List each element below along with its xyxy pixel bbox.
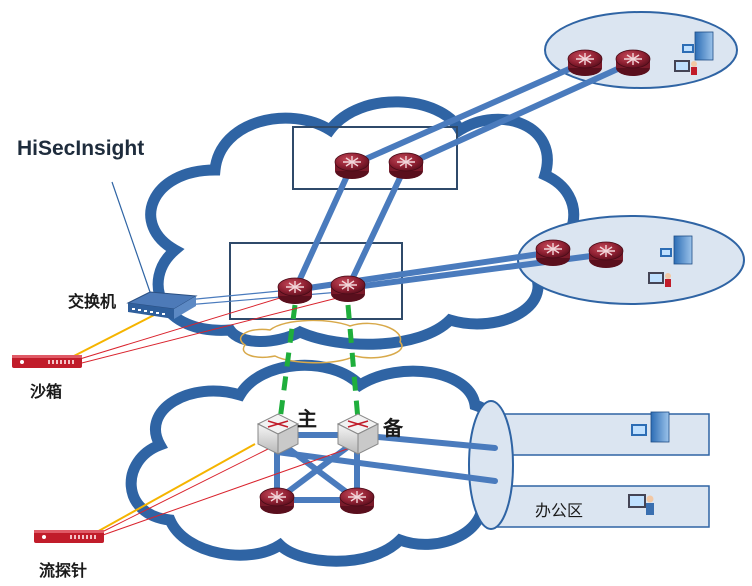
lower-cloud [125, 359, 513, 567]
router-core-top-2 [388, 152, 424, 179]
pc-user-icon-office [628, 494, 654, 515]
routers [259, 49, 651, 514]
primary-label: 主 [297, 409, 317, 431]
upper-cloud [145, 96, 580, 350]
core-box-top [292, 126, 458, 190]
sandbox-red-link-2 [69, 295, 346, 367]
office-box-top [494, 413, 710, 456]
sandbox-label: 沙箱 [30, 384, 63, 401]
sandbox-yellow-link [69, 311, 161, 359]
switch-device [126, 291, 198, 319]
product-pointer-line [111, 181, 151, 293]
probe-yellow-link [94, 443, 256, 534]
switch-links [185, 289, 341, 306]
backup-label: 备 [383, 418, 403, 440]
green-links [277, 304, 361, 421]
router-site-middle-1 [535, 239, 571, 266]
router-core-top-1 [334, 152, 370, 179]
core-switch-primary [256, 413, 300, 455]
router-access-1 [259, 487, 295, 514]
switch-label: 交换机 [68, 294, 117, 311]
probe-device [34, 530, 104, 543]
server-icon-top [682, 31, 714, 61]
probe-label: 流探针 [39, 563, 88, 580]
server-icon-office [631, 411, 670, 443]
router-access-2 [339, 487, 375, 514]
server-icon-middle [660, 235, 693, 265]
sandbox-red-link-1 [69, 293, 294, 363]
router-core-bottom-2 [330, 275, 366, 302]
office-ellipse [468, 400, 514, 530]
router-site-top-2 [615, 49, 651, 76]
probe-red-link-1 [99, 447, 271, 534]
router-site-top-1 [567, 49, 603, 76]
router-site-middle-2 [588, 241, 624, 268]
product-label: HiSecInsight [17, 137, 145, 160]
pc-user-icon-middle [648, 272, 671, 287]
middle-cloud [239, 319, 403, 364]
office-label: 办公区 [535, 503, 584, 520]
office-box-bottom [494, 485, 710, 528]
core-switch-backup [336, 413, 380, 455]
router-core-bottom-1 [277, 277, 313, 304]
pc-user-icon-top [674, 60, 697, 75]
sandbox-device [12, 355, 82, 368]
probe-red-link-2 [102, 447, 351, 536]
